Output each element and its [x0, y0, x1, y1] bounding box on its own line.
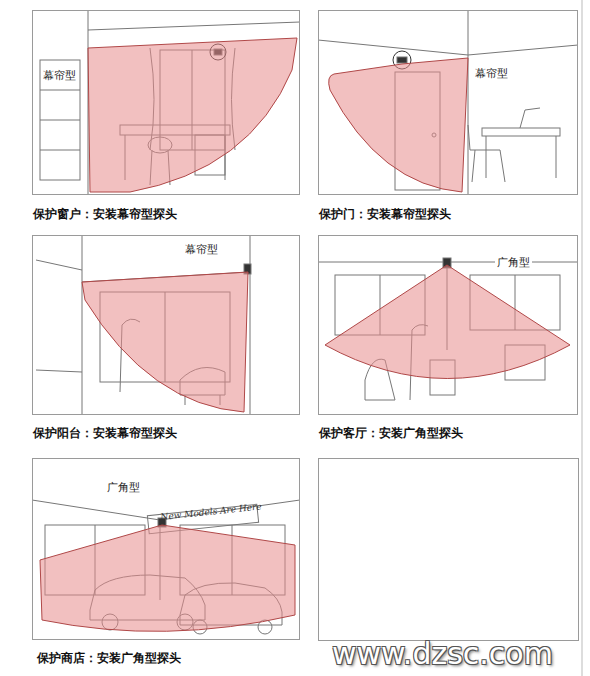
watermark: www.dzsc.com — [332, 636, 553, 671]
detector-type-label: 幕帘型 — [183, 243, 220, 257]
scene-panel: 幕帘型保护门：安装幕帘型探头 — [318, 10, 578, 195]
detector-type-label: 广角型 — [495, 256, 532, 270]
detector-type-label: 幕帘型 — [41, 69, 78, 83]
panel-caption: 保护阳台：安装幕帘型探头 — [33, 425, 177, 441]
detector-type-label: 幕帘型 — [473, 67, 510, 81]
panel-caption: 保护客厅：安装广角型探头 — [319, 425, 463, 441]
detector-type-label: 广角型 — [105, 481, 142, 495]
sign-text: New Models Are Here — [160, 501, 262, 522]
scene-panel: 广角型保护客厅：安装广角型探头 — [318, 235, 578, 415]
scene-panel: 广角型保护商店：安装广角型探头 — [32, 458, 300, 640]
scene-panel: 幕帘型保护阳台：安装幕帘型探头 — [32, 235, 300, 415]
panel-caption: 保护商店：安装广角型探头 — [37, 650, 181, 666]
panel-caption: 保护门：安装幕帘型探头 — [319, 206, 451, 222]
scene-panel: 幕帘型保护窗户：安装幕帘型探头 — [32, 10, 300, 195]
panel-caption: 保护窗户：安装幕帘型探头 — [33, 206, 177, 222]
